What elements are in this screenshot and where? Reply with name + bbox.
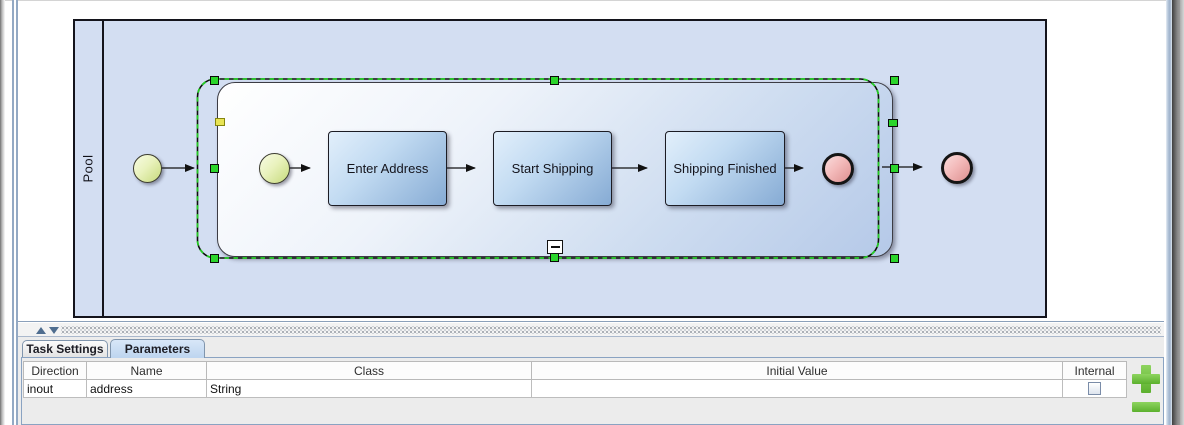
triangle-up-icon[interactable] — [36, 327, 46, 334]
column-header-direction[interactable]: Direction — [23, 361, 87, 380]
task-label: Shipping Finished — [673, 161, 777, 176]
edit-handle-green[interactable] — [888, 119, 898, 127]
table-row[interactable]: inout address String — [23, 380, 1127, 398]
cell-class[interactable]: String — [207, 380, 532, 398]
resize-handle-bottom-right[interactable] — [890, 254, 899, 263]
triangle-down-icon[interactable] — [49, 327, 59, 334]
resize-handle-top-mid[interactable] — [550, 76, 559, 85]
task-shipping-finished[interactable]: Shipping Finished — [665, 131, 785, 206]
minus-icon — [550, 246, 560, 248]
resize-handle-top-left[interactable] — [210, 76, 219, 85]
start-event[interactable] — [259, 153, 290, 184]
resize-handle-bottom-mid[interactable] — [550, 253, 559, 262]
left-split-divider[interactable] — [12, 0, 18, 425]
parameters-table: Direction Name Class Initial Value Inter… — [23, 361, 1127, 398]
window-left-edge — [0, 0, 5, 425]
parameters-tab-content: Direction Name Class Initial Value Inter… — [21, 357, 1164, 425]
tab-task-settings[interactable]: Task Settings — [22, 340, 108, 357]
start-event[interactable] — [133, 154, 162, 183]
subprocess-collapse-button[interactable] — [547, 240, 563, 254]
column-header-name[interactable]: Name — [87, 361, 207, 380]
plus-icon — [1132, 374, 1160, 384]
cell-direction[interactable]: inout — [23, 380, 87, 398]
resize-handle-bottom-left[interactable] — [210, 254, 219, 263]
task-label: Start Shipping — [511, 161, 594, 176]
internal-checkbox[interactable] — [1088, 382, 1101, 395]
window-right-outer-edge — [1180, 0, 1184, 425]
window-right-edge — [1172, 0, 1180, 425]
task-label: Enter Address — [346, 161, 429, 176]
window-top-edge — [0, 0, 1184, 1]
end-event[interactable] — [941, 152, 973, 184]
cell-internal — [1063, 380, 1127, 398]
cell-initial-value[interactable] — [532, 380, 1063, 398]
column-header-class[interactable]: Class — [207, 361, 532, 380]
add-parameter-button[interactable] — [1132, 365, 1160, 393]
tab-label: Parameters — [124, 342, 191, 356]
resize-handle-mid-right[interactable] — [890, 164, 899, 173]
remove-parameter-button[interactable] — [1132, 402, 1160, 412]
column-header-internal[interactable]: Internal — [1063, 361, 1127, 380]
resize-handle-mid-left[interactable] — [210, 164, 219, 173]
resize-handle-top-right[interactable] — [890, 76, 899, 85]
table-header-row: Direction Name Class Initial Value Inter… — [23, 361, 1127, 380]
pool-label: Pool — [81, 154, 96, 183]
cell-name[interactable]: address — [87, 380, 207, 398]
pool-lane-header[interactable]: Pool — [75, 21, 104, 316]
right-split-divider[interactable] — [1166, 0, 1172, 425]
diagram-canvas[interactable]: Pool Enter Address Start — [17, 1, 1164, 322]
tab-label: Task Settings — [26, 342, 104, 356]
task-enter-address[interactable]: Enter Address — [328, 131, 447, 206]
end-event[interactable] — [822, 153, 854, 185]
tab-parameters[interactable]: Parameters — [110, 339, 205, 358]
split-divider[interactable] — [17, 323, 1164, 337]
column-header-initial-value[interactable]: Initial Value — [532, 361, 1063, 380]
splitter-grip-dots — [61, 326, 1161, 334]
task-start-shipping[interactable]: Start Shipping — [493, 131, 612, 206]
edit-handle-yellow[interactable] — [215, 118, 225, 126]
